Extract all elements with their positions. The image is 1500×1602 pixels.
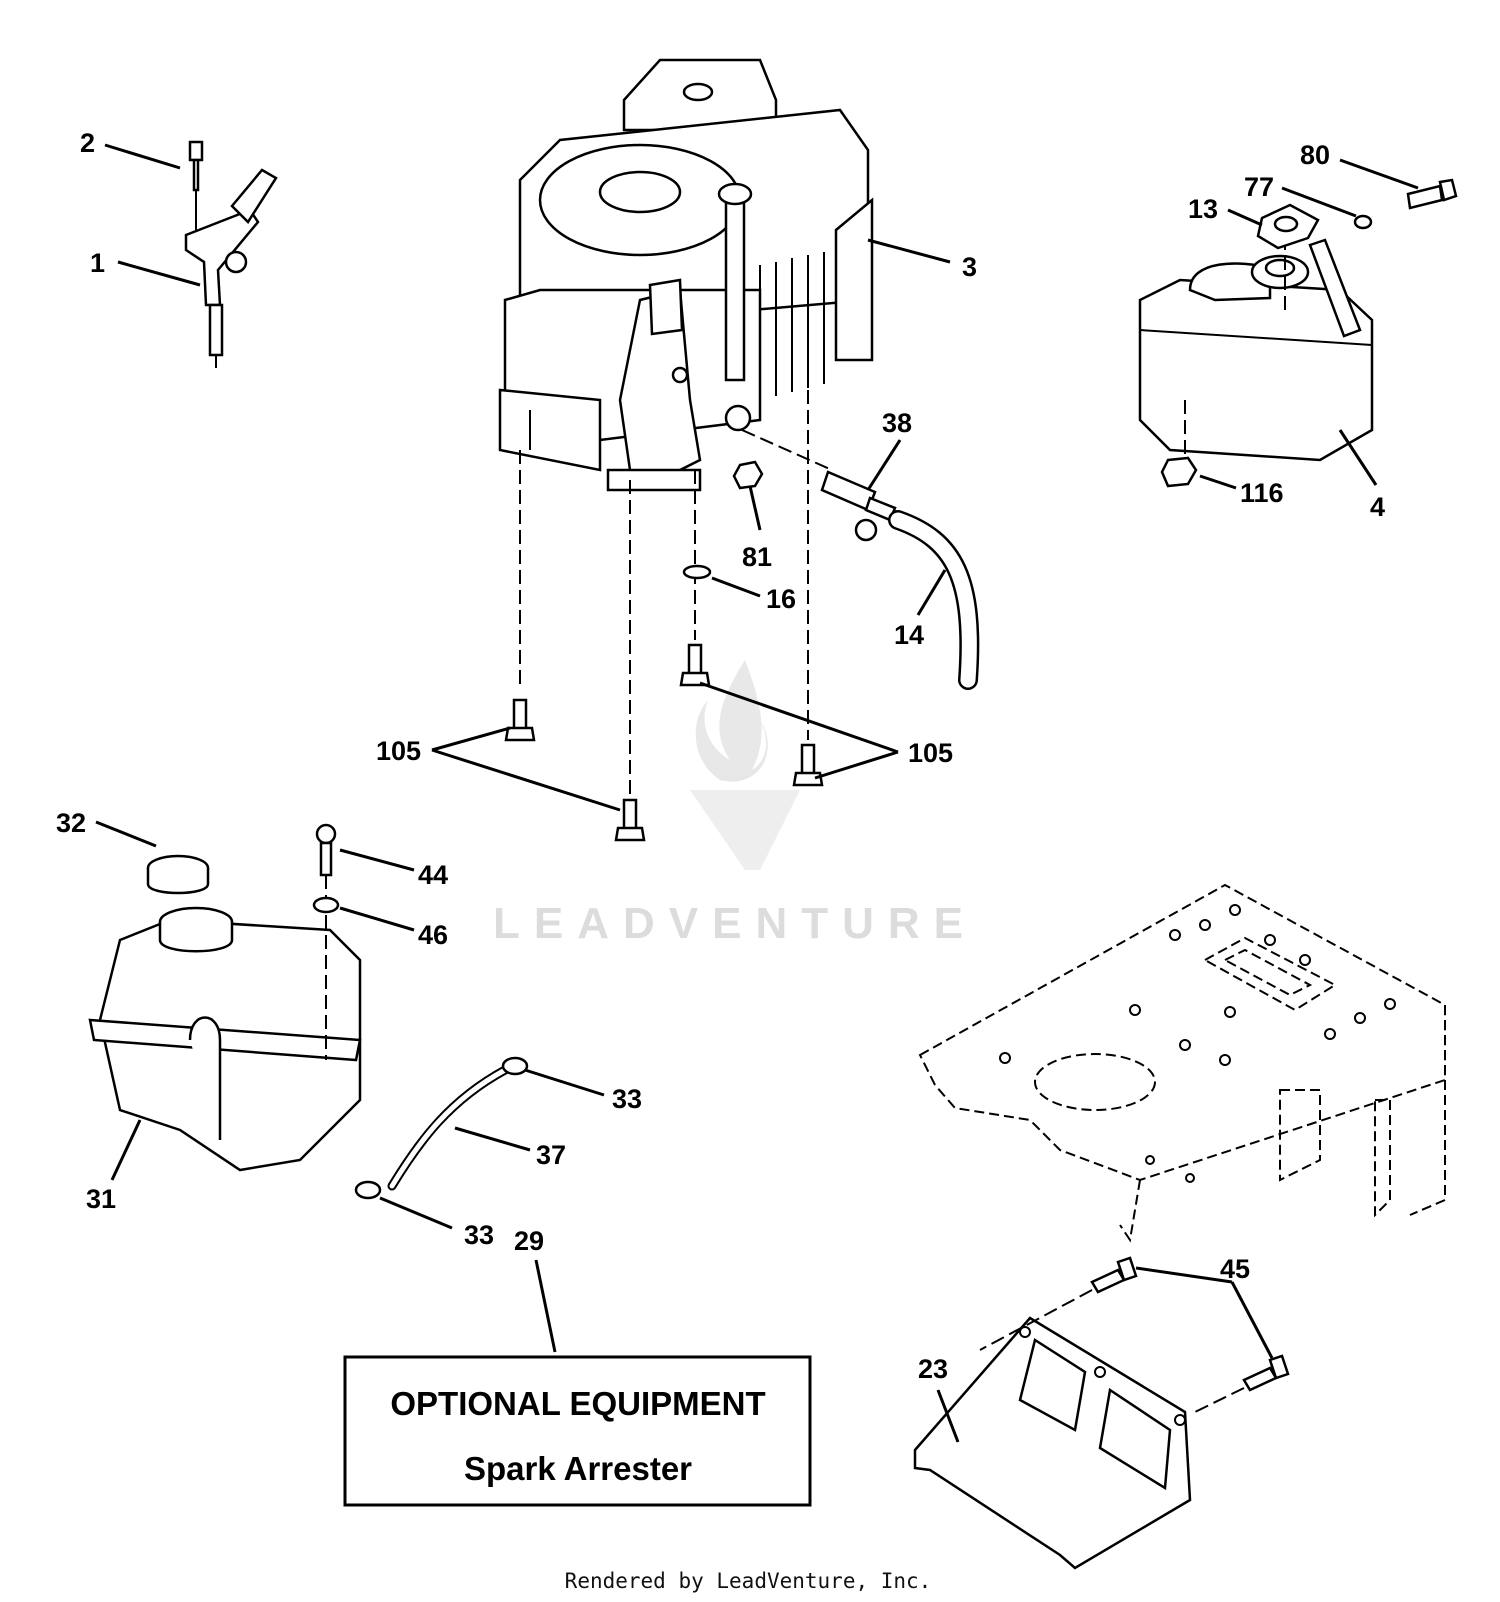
leader-line (524, 1068, 605, 1097)
leader-line (110, 1119, 142, 1181)
optional-equipment-subtitle: Spark Arrester (464, 1450, 692, 1487)
washer-77-part (1353, 214, 1373, 230)
engine-part (498, 58, 874, 492)
washer-16-part (682, 564, 712, 580)
leader-line (866, 439, 902, 491)
bolt-80-part (1406, 178, 1458, 210)
callout-label: 16 (766, 584, 796, 614)
fuel-line-part (387, 1065, 510, 1191)
muffler-part (1138, 238, 1374, 462)
callout-label: 23 (918, 1354, 948, 1384)
callout-label: 2 (80, 128, 95, 158)
fuel-tank-part (88, 906, 362, 1172)
callout-label: 116 (1240, 478, 1284, 508)
leader-line (1339, 158, 1419, 190)
leader-line (95, 820, 157, 848)
leader-line (104, 143, 181, 170)
callout-label: 4 (1370, 492, 1385, 522)
render-credit-footer: Rendered by LeadVenture, Inc. (565, 1569, 932, 1593)
leader-line (431, 748, 621, 812)
callout-label: 37 (536, 1140, 566, 1170)
chassis-frame-part (918, 883, 1446, 1243)
callout-label: 3 (962, 252, 977, 282)
leader-line (1338, 429, 1378, 486)
callout-label: 45 (1220, 1254, 1250, 1284)
heat-shield-part (913, 1316, 1192, 1570)
leader-line (117, 260, 201, 287)
leader-line (699, 681, 899, 754)
leader-line (748, 485, 762, 531)
washer-46-part (312, 896, 340, 914)
callout-label: 44 (418, 860, 448, 890)
callout-label: 80 (1300, 140, 1330, 170)
leader-line (814, 750, 899, 780)
leader-line (711, 576, 761, 598)
callout-label: 46 (418, 920, 448, 950)
bolt-45-part (1090, 1256, 1290, 1392)
callout-label: 38 (882, 408, 912, 438)
callout-label: 29 (514, 1226, 544, 1256)
leader-line (339, 848, 415, 872)
callout-label: 33 (612, 1084, 642, 1114)
optional-equipment-box (343, 1355, 812, 1507)
leader-line (1230, 1281, 1274, 1359)
fuel-cap-part (146, 854, 210, 895)
leader-line (454, 1126, 531, 1152)
leader-line (534, 1259, 557, 1353)
nut-81-part (732, 460, 764, 490)
clamp-33-part (354, 1056, 529, 1200)
leader-line (379, 1196, 453, 1230)
nut-116-part (1160, 456, 1198, 488)
throttle-control-part (184, 140, 278, 368)
callout-label: 105 (908, 738, 953, 768)
leader-line (936, 1389, 960, 1443)
bolt-105-part (504, 643, 824, 842)
leader-line (1135, 1266, 1233, 1284)
leader-line (1227, 208, 1263, 227)
leader-line (431, 726, 511, 752)
watermark-logo-icon (690, 660, 800, 870)
watermark-text: LEADVENTURE (493, 899, 977, 948)
leader-line (867, 238, 951, 264)
callout-label: 1 (90, 248, 105, 278)
callout-label: 31 (86, 1184, 116, 1214)
optional-equipment-title: OPTIONAL EQUIPMENT (390, 1385, 765, 1422)
screw-44-part (315, 823, 337, 877)
callout-label: 33 (464, 1220, 494, 1250)
callout-label: 14 (894, 620, 924, 650)
callout-label: 105 (376, 736, 421, 766)
callout-label: 32 (56, 808, 86, 838)
leader-line (1199, 474, 1237, 490)
fuel-shutoff-valve-part (820, 470, 897, 542)
leader-line (339, 906, 415, 932)
leader-line (1281, 186, 1357, 218)
callout-label: 77 (1244, 172, 1274, 202)
callout-label: 13 (1188, 194, 1218, 224)
leader-line (916, 569, 947, 616)
callout-label: 81 (742, 542, 772, 572)
